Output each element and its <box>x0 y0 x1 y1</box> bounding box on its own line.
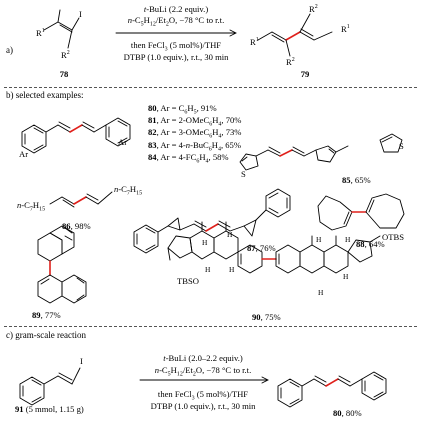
compound-88-label: 88, 64% <box>356 239 385 249</box>
cond-c-4: DTBP (1.0 equiv.), r.t., 30 min <box>150 401 256 411</box>
cyclopropyl-diene-87 <box>133 188 291 254</box>
h-atom: H <box>316 235 322 244</box>
h-atom: H <box>229 265 235 274</box>
section-c-label: c) gram-scale reaction <box>6 330 86 340</box>
h-atom: H <box>345 235 351 244</box>
h-atom: H <box>343 272 349 281</box>
iodide-atom: I <box>79 9 82 19</box>
diphenyl-diene-80 <box>277 371 387 408</box>
heptyl-left: n-C7H15 <box>17 200 46 213</box>
section-a-label: a) <box>6 45 13 55</box>
bi-dihydronaphthyl-89 <box>37 225 87 304</box>
example-row-80: 80, Ar = C6H5, 91% <box>148 103 217 116</box>
bicycloheptenyl-88 <box>317 193 405 231</box>
example-row-81: 81, Ar = 2-OMeC6H4, 70% <box>148 115 242 128</box>
compound-90-label: 90, 75% <box>252 312 281 322</box>
cond-c-2: n-C5H12/Et2O, −78 °C to r.t. <box>154 365 252 378</box>
compound-89-label: 89, 77% <box>32 310 61 320</box>
h-atom: H <box>318 288 324 297</box>
thiophene-right-85 <box>335 133 403 153</box>
heptyl-right: n-C7H15 <box>114 184 143 197</box>
reaction-arrow-c <box>139 376 269 384</box>
compound-91-label: 91 (5 mmol, 1.15 g) <box>15 404 84 414</box>
cond-a-1: t-BuLi (2.2 equiv.) <box>143 4 209 14</box>
thiophene-s-left: S <box>241 169 246 179</box>
r2-label: R2 <box>61 49 70 60</box>
ar-left: Ar <box>19 149 29 159</box>
dithienyl-diene-85 <box>239 145 337 171</box>
ar-right: Ar <box>118 137 128 147</box>
h-atom: H <box>202 238 208 247</box>
r1-label: R1 <box>36 27 45 38</box>
product-r1-right: R1 <box>341 23 350 34</box>
otbs-label: OTBS <box>382 232 404 242</box>
divider-ab <box>4 87 417 88</box>
product-r1-left: R1 <box>250 36 259 47</box>
compound-79-label: 79 <box>300 69 310 79</box>
thiophene-s-right: S <box>399 141 404 151</box>
diene-79 <box>257 13 333 57</box>
example-row-83: 83, Ar = 4-n-BuC6H4, 65% <box>148 140 241 153</box>
example-row-84: 84, Ar = 4-FC6H4, 58% <box>148 152 229 165</box>
h-atom: H <box>227 230 233 239</box>
product-r2-top: R2 <box>309 3 318 14</box>
compound-78-label: 78 <box>59 69 69 79</box>
compound-80-label-c: 80, 80% <box>333 408 362 418</box>
styryl-iodide-91 <box>19 367 81 406</box>
product-r2-bottom: R2 <box>286 56 295 67</box>
cond-a-3: then FeCl3 (5 mol%)/THF <box>130 40 222 53</box>
vinyl-iodide-78 <box>43 9 80 49</box>
compound-87-label: 87, 76% <box>247 243 276 253</box>
iodide-atom-c: I <box>80 356 83 366</box>
diaryl-diene-structure <box>21 117 131 154</box>
h-atom: H <box>205 265 211 274</box>
reaction-arrow-a <box>115 29 237 37</box>
cond-a-4: DTBP (1.0 equiv.), r.t., 30 min <box>123 52 229 62</box>
compound-86-label: 86, 98% <box>62 221 91 231</box>
dialkyl-diene-86 <box>49 191 113 208</box>
cond-c-1: t-BuLi (2.0–2.2 equiv.) <box>163 353 243 363</box>
example-row-82: 82, Ar = 3-OMeC6H4, 73% <box>148 127 242 140</box>
divider-bc <box>4 326 417 327</box>
tbso-label: TBSO <box>177 276 199 286</box>
steroid-dimer-90 <box>167 221 381 274</box>
cond-c-3: then FeCl3 (5 mol%)/THF <box>157 389 249 402</box>
compound-85-label: 85, 65% <box>342 175 371 185</box>
section-b-label: b) selected examples: <box>6 90 84 100</box>
cond-a-2: n-C5H12/Et2O, −78 °C to r.t. <box>127 15 225 28</box>
